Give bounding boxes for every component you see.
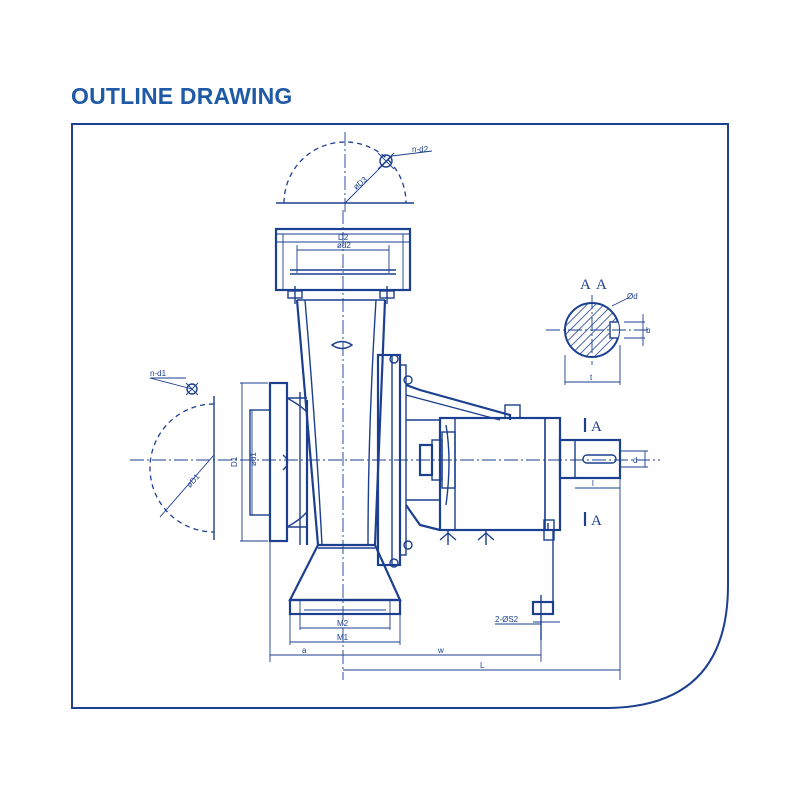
side-flange-bolt-circle: n-d1 øD1 bbox=[149, 369, 215, 540]
page-title: OUTLINE DRAWING bbox=[71, 83, 293, 109]
section-markers: A A bbox=[583, 418, 602, 529]
top-flange-bolt-circle: n-d2 øD3 bbox=[276, 132, 433, 212]
label-m2: M2 bbox=[337, 619, 349, 628]
pump-volute bbox=[249, 210, 413, 680]
bottom-dims: M2 M1 a w L 2-ØS2 bbox=[269, 541, 620, 671]
label-od1-inner: ød1 bbox=[249, 452, 258, 466]
drawing-frame bbox=[71, 123, 729, 709]
bearing-housing bbox=[405, 383, 622, 640]
shaft-dims: d l bbox=[575, 450, 648, 680]
label-a: a bbox=[302, 646, 307, 655]
section-mark-bottom: A bbox=[591, 513, 602, 529]
label-d1: D1 bbox=[230, 456, 239, 467]
section-label-a2: A bbox=[596, 277, 607, 293]
label-l: L bbox=[480, 661, 485, 670]
label-od3: øD3 bbox=[352, 175, 370, 192]
label-d: d bbox=[633, 456, 637, 465]
label-l1: l bbox=[592, 479, 594, 488]
side-flange-dims: D1 ød1 bbox=[230, 382, 268, 542]
section-label-a1: A bbox=[580, 277, 591, 293]
label-w: w bbox=[437, 646, 444, 655]
label-n-d2: n-d2 bbox=[412, 145, 429, 154]
label-b: b bbox=[646, 326, 651, 335]
section-mark-top: A bbox=[591, 419, 602, 435]
label-t: t bbox=[590, 373, 593, 382]
label-m1: M1 bbox=[337, 633, 349, 642]
section-a-a: A A t Ød b bbox=[546, 277, 651, 385]
label-n-d1: n-d1 bbox=[150, 369, 167, 378]
label-2-os2: 2-ØS2 bbox=[495, 615, 519, 624]
label-od1: øD1 bbox=[185, 472, 202, 490]
label-shaft-dia: Ød bbox=[627, 292, 638, 301]
label-od2: ød2 bbox=[337, 241, 351, 250]
